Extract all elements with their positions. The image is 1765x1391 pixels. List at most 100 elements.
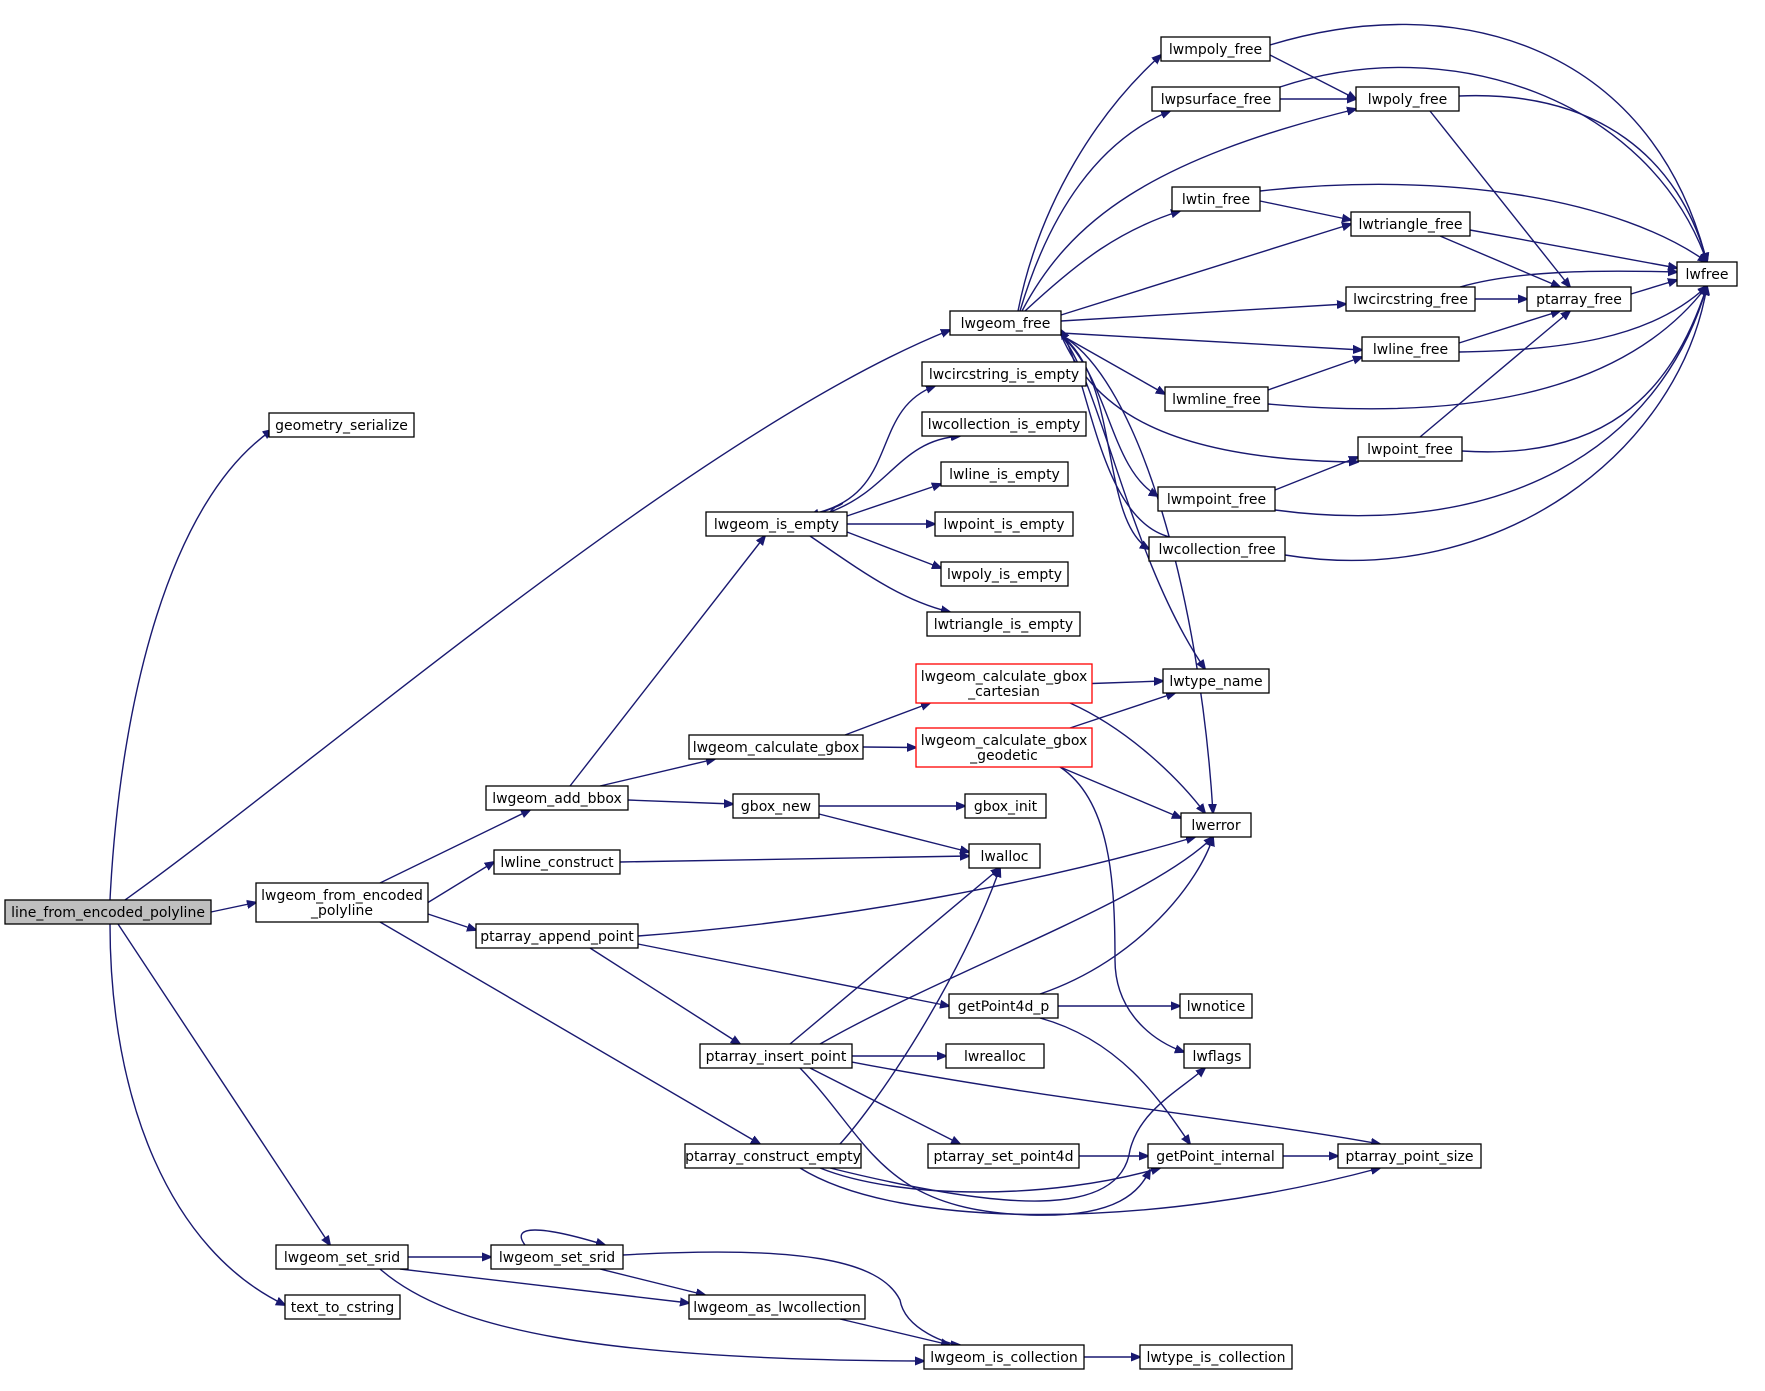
node-getPoint-internal[interactable]: getPoint_internal (1147, 1143, 1284, 1169)
node-lwgeom-is-collection[interactable]: lwgeom_is_collection (923, 1344, 1085, 1370)
node-lwtin-free[interactable]: lwtin_free (1171, 186, 1261, 212)
node-label: getPoint_internal (1156, 1149, 1274, 1165)
node-lwerror[interactable]: lwerror (1180, 812, 1252, 838)
edge-line (569, 536, 765, 787)
node-lwpoint-free[interactable]: lwpoint_free (1357, 436, 1463, 462)
node-lwline-construct[interactable]: lwline_construct (493, 849, 621, 875)
node-ptarray-insert-point[interactable]: ptarray_insert_point (699, 1043, 853, 1069)
node-lwcollection-is-empty[interactable]: lwcollection_is_empty (921, 411, 1087, 437)
node-lwpsurface-free[interactable]: lwpsurface_free (1151, 86, 1281, 112)
edge-lwgeom_calculate_gbox_cartesian-to-lwtype_name (1091, 681, 1163, 684)
node-lwtype-name[interactable]: lwtype_name (1162, 668, 1270, 694)
edge-lwgeom_free-to-lwmpoly_free (1017, 55, 1161, 312)
node-box (964, 793, 1047, 819)
node-lwtype-is-collection[interactable]: lwtype_is_collection (1139, 1344, 1293, 1370)
node-label: lwcircstring_free (1353, 292, 1468, 308)
edge-line (589, 947, 740, 1044)
node-lwmpoint-free[interactable]: lwmpoint_free (1157, 486, 1276, 512)
node-ptarray-free[interactable]: ptarray_free (1526, 286, 1632, 312)
node-box (684, 1143, 862, 1169)
edge-line (1259, 200, 1351, 220)
node-line-from-encoded-polyline[interactable]: line_from_encoded_polyline (4, 899, 212, 925)
node-box (4, 899, 212, 925)
node-lwgeom-calculate-gbox[interactable]: lwgeom_calculate_gbox (688, 734, 864, 760)
node-text-to-cstring[interactable]: text_to_cstring (284, 1294, 401, 1320)
node-ptarray-construct-empty[interactable]: ptarray_construct_empty (684, 1143, 862, 1169)
edge-lwtin_free-to-lwfree (1259, 183, 1707, 262)
edge-line (1039, 1017, 1190, 1144)
node-label: lwgeom_free (961, 316, 1051, 332)
node-lwgeom-calculate-gbox-geodetic[interactable]: lwgeom_calculate_gbox_geodetic (915, 727, 1093, 768)
node-geometry-serialize[interactable]: geometry_serialize (268, 412, 415, 438)
node-gbox-new[interactable]: gbox_new (732, 793, 820, 819)
node-box (475, 923, 639, 949)
node-lwgeom-from-encoded-polyline[interactable]: lwgeom_from_encoded_polyline (255, 882, 429, 923)
node-lwcircstring-is-empty[interactable]: lwcircstring_is_empty (921, 361, 1087, 387)
edge-line (427, 862, 494, 904)
node-getPoint4d-p[interactable]: getPoint4d_p (948, 993, 1059, 1019)
node-lwpoly-free[interactable]: lwpoly_free (1355, 86, 1460, 112)
edge-line (1439, 235, 1560, 287)
edge-line (1059, 766, 1184, 1052)
edge-lwgeom_free-to-lwtin_free (1024, 211, 1180, 312)
edge-lwgeom_set_srid_inner-to-lwgeom_as_lwcollection (599, 1268, 705, 1295)
node-label: lwtriangle_free (1359, 217, 1463, 233)
edge-line (379, 1268, 924, 1361)
node-lwgeom-as-lwcollection[interactable]: lwgeom_as_lwcollection (688, 1294, 866, 1320)
node-label: lwrealloc (964, 1049, 1026, 1065)
node-lwalloc[interactable]: lwalloc (968, 843, 1041, 869)
edge-lwline_free-to-ptarray_free (1458, 311, 1560, 344)
node-lwmline-free[interactable]: lwmline_free (1164, 386, 1269, 412)
node-lwrealloc[interactable]: lwrealloc (945, 1043, 1045, 1069)
node-label: lwgeom_as_lwcollection (693, 1300, 860, 1316)
edge-line (1060, 334, 1165, 394)
node-lwfree[interactable]: lwfree (1676, 261, 1738, 287)
edge-line (599, 1268, 705, 1295)
node-lwline-free[interactable]: lwline_free (1361, 336, 1460, 362)
edge-lwmpoly_free-to-lwfree (1269, 23, 1707, 262)
node-lwtriangle-is-empty[interactable]: lwtriangle_is_empty (926, 611, 1081, 637)
node-lwpoint-is-empty[interactable]: lwpoint_is_empty (934, 511, 1074, 537)
node-lwgeom-free[interactable]: lwgeom_free (949, 310, 1062, 336)
node-label: ptarray_construct_empty (685, 1149, 861, 1165)
node-lwgeom-set-srid-outer[interactable]: lwgeom_set_srid (275, 1244, 409, 1270)
edge-line (210, 903, 256, 913)
node-box (1148, 536, 1286, 562)
node-lwpoly-is-empty[interactable]: lwpoly_is_empty (940, 561, 1069, 587)
node-ptarray-point-size[interactable]: ptarray_point_size (1337, 1143, 1482, 1169)
edge-line_from_encoded_polyline-to-text_to_cstring (109, 923, 285, 1305)
node-lwmpoly-free[interactable]: lwmpoly_free (1160, 36, 1271, 62)
edge-lwgeom_add_bbox-to-gbox_new (627, 800, 733, 804)
node-ptarray-set-point4d[interactable]: ptarray_set_point4d (927, 1143, 1080, 1169)
node-lwnotice[interactable]: lwnotice (1179, 993, 1253, 1019)
edge-line (1024, 211, 1180, 312)
node-lwtriangle-free[interactable]: lwtriangle_free (1350, 211, 1471, 237)
node-box (1151, 86, 1281, 112)
edge-lwgeom_is_empty-to-lwcollection_is_empty (829, 436, 960, 513)
node-lwflags[interactable]: lwflags (1183, 1043, 1251, 1069)
edge-lwgeom_calculate_gbox_cartesian-to-lwerror (1069, 702, 1205, 813)
node-label: lwtin_free (1182, 192, 1250, 208)
node-ptarray-append-point[interactable]: ptarray_append_point (475, 923, 639, 949)
edge-lwmline_free-to-lwline_free (1267, 357, 1362, 391)
node-lwline-is-empty[interactable]: lwline_is_empty (940, 461, 1069, 487)
edge-lwgeom_calculate_gbox_geodetic-to-lwflags (1059, 766, 1184, 1052)
node-box (275, 1244, 409, 1270)
node-box (268, 412, 415, 438)
node-lwgeom-set-srid-inner[interactable]: lwgeom_set_srid (490, 1244, 624, 1270)
node-box (490, 1244, 624, 1270)
node-lwcollection-free[interactable]: lwcollection_free (1148, 536, 1286, 562)
edge-line (599, 759, 715, 787)
node-lwgeom-calculate-gbox-cartesian[interactable]: lwgeom_calculate_gbox_cartesian (915, 663, 1093, 704)
node-lwgeom-add-bbox[interactable]: lwgeom_add_bbox (485, 785, 629, 811)
node-lwcircstring-free[interactable]: lwcircstring_free (1345, 286, 1476, 312)
edge-line (819, 837, 1213, 1045)
edge-line (1461, 286, 1707, 453)
edge-lwline_construct-to-lwalloc (619, 856, 969, 863)
node-box (485, 785, 629, 811)
node-lwgeom-is-empty[interactable]: lwgeom_is_empty (705, 511, 848, 537)
node-gbox-init[interactable]: gbox_init (964, 793, 1047, 819)
node-box (934, 511, 1074, 537)
node-label: lwerror (1191, 818, 1240, 834)
edge-ptarray_insert_point-to-lwalloc (789, 868, 1000, 1045)
